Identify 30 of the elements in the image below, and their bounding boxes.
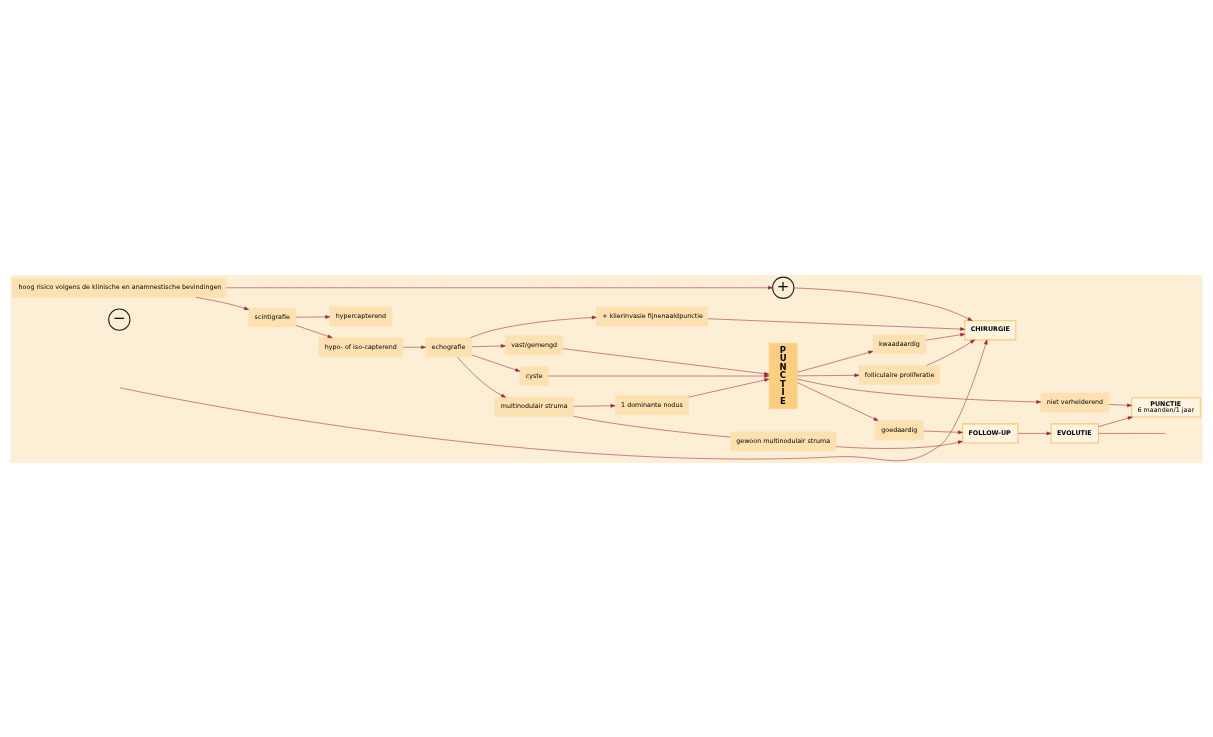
arrow bbox=[1098, 415, 1133, 427]
arrow bbox=[797, 350, 874, 372]
arrow bbox=[835, 440, 963, 449]
node-circle: − bbox=[108, 308, 131, 331]
arrow bbox=[1108, 403, 1132, 407]
arrow bbox=[295, 324, 333, 338]
arrow bbox=[707, 317, 965, 331]
arrow bbox=[470, 315, 597, 338]
arrow bbox=[562, 347, 770, 375]
arrow bbox=[797, 378, 1042, 404]
arrow bbox=[471, 354, 521, 372]
arrow bbox=[225, 285, 773, 289]
arrow bbox=[195, 296, 249, 310]
arrow bbox=[402, 345, 426, 349]
arrow bbox=[1017, 431, 1052, 435]
arrow bbox=[295, 314, 331, 319]
arrow bbox=[119, 339, 988, 461]
arrow bbox=[471, 343, 506, 348]
arrow bbox=[688, 377, 770, 397]
arrow bbox=[925, 332, 966, 340]
arrow bbox=[926, 339, 976, 366]
node-circle: + bbox=[772, 276, 795, 299]
arrow bbox=[573, 403, 616, 408]
arrow bbox=[457, 356, 506, 397]
arrow bbox=[923, 430, 963, 434]
node-box: PUNCTIE bbox=[768, 342, 798, 409]
arrow bbox=[548, 373, 770, 378]
arrow bbox=[793, 287, 973, 321]
arrow bbox=[797, 373, 860, 377]
arrow bbox=[797, 381, 879, 421]
